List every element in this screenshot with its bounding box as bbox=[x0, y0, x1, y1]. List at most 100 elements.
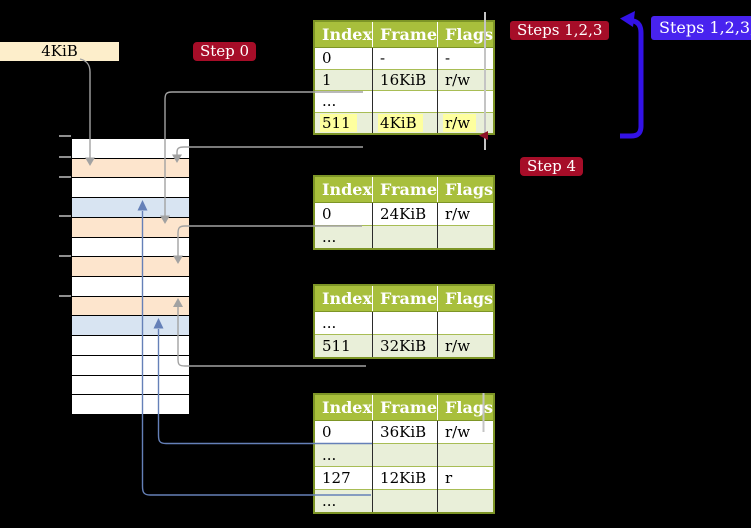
table-cell: - bbox=[437, 47, 495, 69]
table-cell: 4KiB bbox=[372, 111, 439, 134]
highlighted-value: r/w bbox=[443, 113, 477, 132]
table-cell: 36KiB bbox=[372, 420, 439, 444]
table-cell: r/w bbox=[437, 202, 495, 226]
table-row: ... bbox=[314, 311, 495, 335]
memory-frame-row-free bbox=[72, 355, 189, 376]
column-header-flags: Flags bbox=[437, 394, 495, 421]
table-row: ... bbox=[314, 443, 495, 467]
table-cell: 0 bbox=[314, 420, 374, 444]
table-cell bbox=[372, 443, 439, 467]
table-cell: r bbox=[437, 466, 495, 490]
table-cell bbox=[437, 443, 495, 467]
table-row: ... bbox=[314, 225, 495, 249]
column-header-frame: Frame bbox=[372, 21, 439, 48]
memory-frame-row-free bbox=[72, 178, 189, 199]
memory-stack bbox=[71, 138, 190, 415]
table-cell: r/w bbox=[437, 334, 495, 358]
column-header-flags: Flags bbox=[437, 176, 495, 203]
memory-ruler-tick bbox=[59, 295, 71, 297]
table-cell: r/w bbox=[437, 111, 495, 134]
column-header-frame: Frame bbox=[372, 285, 439, 312]
table-row: 511 4KiB r/w bbox=[314, 111, 495, 134]
memory-frame-row-free bbox=[72, 277, 189, 297]
table-row: 0-- bbox=[314, 47, 495, 69]
memory-frame-row-free bbox=[72, 395, 189, 415]
highlighted-value: 4KiB bbox=[378, 113, 423, 132]
column-header-flags: Flags bbox=[437, 21, 495, 48]
column-header-flags: Flags bbox=[437, 285, 495, 312]
step-0-badge: Step 0 bbox=[193, 42, 257, 61]
memory-frame-row-free bbox=[72, 375, 189, 396]
table-cell bbox=[437, 90, 495, 112]
table-row: ... bbox=[314, 489, 495, 513]
table-cell: ... bbox=[314, 443, 374, 467]
memory-ruler-tick bbox=[59, 215, 71, 217]
memory-ruler-tick bbox=[59, 135, 71, 137]
memory-frame-row-free bbox=[72, 237, 189, 258]
table-cell bbox=[437, 311, 495, 335]
memory-frame-row-free bbox=[72, 336, 189, 356]
table-cell bbox=[437, 225, 495, 249]
table-cell: 24KiB bbox=[372, 202, 439, 226]
table-cell: ... bbox=[314, 90, 374, 112]
memory-ruler-tick bbox=[59, 176, 71, 178]
table-cell: 0 bbox=[314, 202, 374, 226]
table-cell bbox=[372, 489, 439, 513]
table-cell: r/w bbox=[437, 68, 495, 91]
memory-frame-row-table bbox=[72, 296, 189, 317]
memory-ruler-tick bbox=[59, 156, 71, 158]
table-cell: 12KiB bbox=[372, 466, 439, 490]
table-cell: 0 bbox=[314, 47, 374, 69]
memory-frame-row-page bbox=[72, 198, 189, 218]
memory-frame-row-table bbox=[72, 158, 189, 179]
table-cell: 1 bbox=[314, 68, 374, 91]
memory-ruler-tick bbox=[59, 255, 71, 257]
table-cell bbox=[372, 90, 439, 112]
table-cell: r/w bbox=[437, 420, 495, 444]
memory-frame-row-free bbox=[72, 139, 189, 159]
table-cell: 511 bbox=[314, 111, 374, 134]
steps-123-badge: Steps 1,2,3 bbox=[510, 21, 610, 40]
table-row: ... bbox=[314, 90, 495, 112]
table-cell bbox=[437, 489, 495, 513]
column-header-frame: Frame bbox=[372, 394, 439, 421]
table-cell: 511 bbox=[314, 334, 374, 358]
recursive-loop-arrowhead bbox=[620, 11, 635, 27]
table-cell bbox=[372, 225, 439, 249]
table-cell bbox=[372, 311, 439, 335]
table-cell: 16KiB bbox=[372, 68, 439, 91]
table-cell: 127 bbox=[314, 466, 374, 490]
column-header-index: Index bbox=[314, 176, 374, 203]
column-header-frame: Frame bbox=[372, 176, 439, 203]
table-cell: ... bbox=[314, 225, 374, 249]
table-cell: ... bbox=[314, 489, 374, 513]
highlighted-value: 511 bbox=[320, 113, 357, 132]
steps-1234-badge: Steps 1,2,3,4 bbox=[651, 16, 751, 40]
recursive-loop-arrow bbox=[620, 18, 644, 139]
column-header-index: Index bbox=[314, 21, 374, 48]
table-cell: - bbox=[372, 47, 439, 69]
column-header-index: Index bbox=[314, 394, 374, 421]
memory-frame-row-table bbox=[72, 257, 189, 278]
memory-frame-row-page bbox=[72, 316, 189, 337]
frame-size-label: 4KiB bbox=[0, 42, 119, 61]
column-header-index: Index bbox=[314, 285, 374, 312]
table-cell: 32KiB bbox=[372, 334, 439, 358]
memory-frame-row-table bbox=[72, 217, 189, 238]
table-cell: ... bbox=[314, 311, 374, 335]
step-4-badge: Step 4 bbox=[520, 157, 584, 176]
